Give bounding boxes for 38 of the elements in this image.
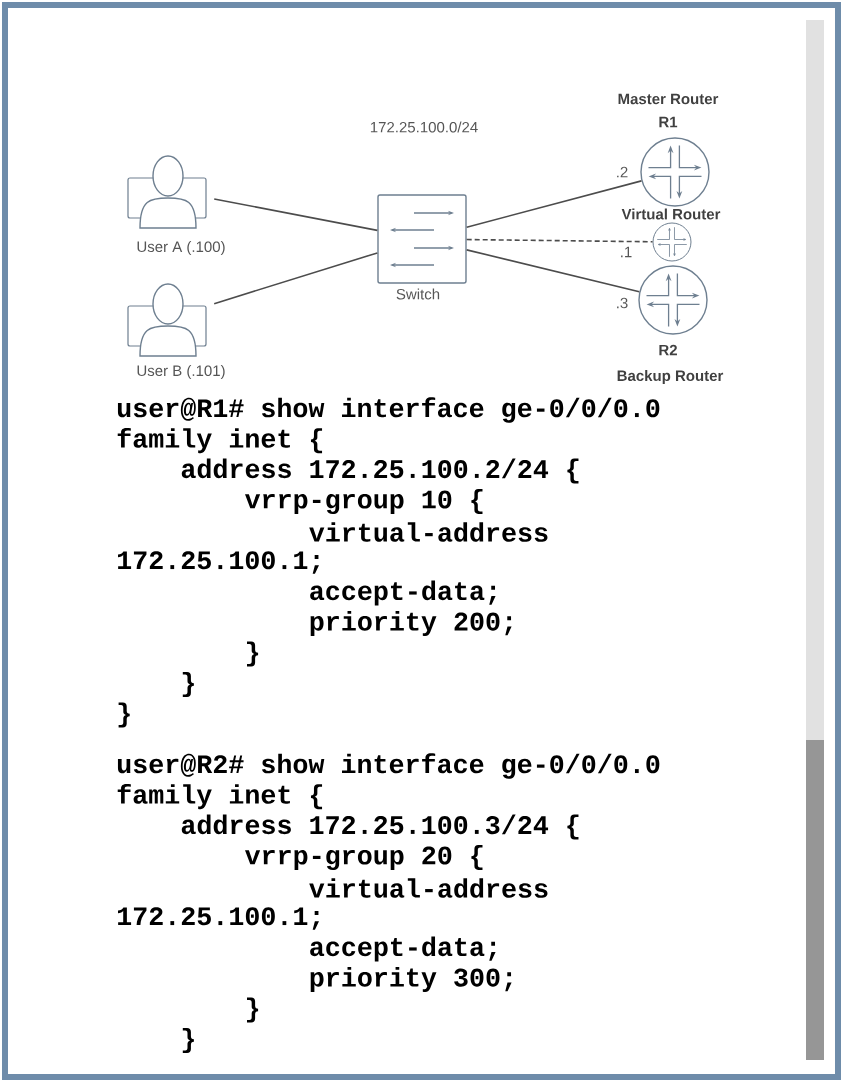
code-line: 172.25.100.1; (118, 907, 319, 930)
code-line: accept-data; (310, 580, 496, 606)
edge-label: .1 (618, 245, 634, 259)
node-label: R2 (659, 344, 677, 356)
connection-line (213, 198, 379, 232)
edge-label: .3 (614, 296, 630, 310)
code-line: user@R1# show interface ge-0/0/0.0 (117, 397, 660, 423)
node-label: Switch (396, 288, 440, 300)
code-line: vrrp-group 10 { (245, 489, 483, 514)
code-line: family inet { (117, 783, 323, 810)
code-line: priority 300; (310, 967, 512, 992)
code-line: accept-data; (310, 936, 496, 962)
node-label: R1 (659, 116, 678, 128)
code-line: } (182, 1028, 194, 1053)
code-line: } (247, 997, 259, 1023)
node-label: User B (.101) (137, 365, 225, 379)
code-line: virtual-address (309, 878, 548, 898)
node-label: Virtual Router (621, 208, 721, 220)
code-line: address 172.25.100.2/24 { (181, 458, 579, 484)
code-line: } (118, 702, 130, 728)
code-line: address 172.25.100.3/24 { (181, 814, 579, 840)
code-line: 172.25.100.1; (118, 551, 319, 574)
connection-line (465, 249, 641, 293)
subnet-label: 172.25.100.0/24 (370, 121, 478, 133)
code-line: family inet { (117, 427, 323, 454)
node-label: User A (.100) (137, 241, 225, 255)
code-line: priority 200; (310, 611, 512, 636)
connection-line (465, 180, 643, 228)
code-line: user@R2# show interface ge-0/0/0.0 (117, 753, 660, 779)
code-line: vrrp-group 20 { (245, 845, 483, 870)
connection-line (213, 252, 379, 305)
code-line: } (247, 641, 259, 667)
code-line: virtual-address (309, 522, 548, 542)
edge-label: .2 (614, 165, 630, 179)
node-label: Master Router (618, 93, 719, 105)
code-line: } (182, 672, 194, 697)
node-label: Backup Router (617, 370, 724, 384)
connection-line (465, 238, 654, 243)
